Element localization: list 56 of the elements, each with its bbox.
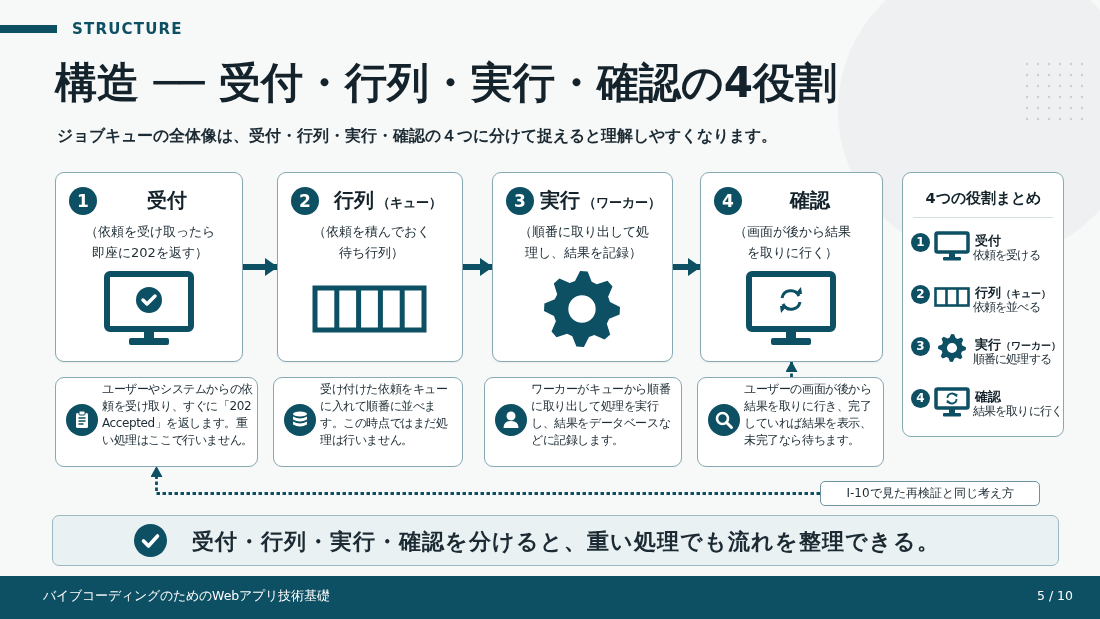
step-box <box>492 172 673 362</box>
role-title: 確認 <box>975 389 1001 404</box>
panel-heading: 4つの役割まとめ <box>924 189 1042 208</box>
step-description: （画面が後から結果を取りに行く） <box>733 223 852 262</box>
arrow <box>243 258 278 276</box>
section-label: STRUCTURE <box>72 20 183 38</box>
number-badge: 2 <box>291 187 319 215</box>
summary-text: 受付・行列・実行・確認を分けると、重い処理でも流れを整理できる。 <box>192 528 940 556</box>
role-subtitle: （ワーカー） <box>1001 340 1061 351</box>
note-text: I-10で見た再検証と同じ考え方 <box>845 485 1015 502</box>
step-box <box>55 172 243 362</box>
dotted-arrow <box>150 466 820 495</box>
role-title: 実行 <box>975 337 1001 352</box>
number-badge: 3 <box>506 187 534 215</box>
page-number: 5 / 10 <box>1036 588 1073 603</box>
dotted-arrow <box>785 361 798 377</box>
number-badge: 2 <box>911 285 930 304</box>
role-title: 受付 <box>975 233 1001 248</box>
role-subtitle: （キュー） <box>1001 288 1051 299</box>
step-description: （依頼を受け取ったら即座に202を返す） <box>84 223 216 262</box>
step-title: 受付 <box>147 188 187 212</box>
number-badge: 1 <box>911 233 930 252</box>
arrow <box>673 258 701 276</box>
description-card <box>484 377 682 467</box>
number-badge: 1 <box>69 187 97 215</box>
step-title: 確認 <box>789 188 830 212</box>
step-box <box>700 172 883 362</box>
step-title: 行列 <box>334 188 374 212</box>
note-box <box>820 481 1040 506</box>
step-subtitle: （キュー） <box>377 195 442 210</box>
card-description: ユーザーやシステムからの依頼を受け取り、すぐに「202 Accepted」を返します。重い処理はここで行いません。 <box>102 381 254 449</box>
step-box <box>277 172 463 362</box>
card-description: 受け付けた依頼をキューに入れて順番に並べます。この時点ではまだ処理は行いません。 <box>320 381 449 449</box>
step-description: （順番に取り出して処理し、結果を記録） <box>517 223 650 262</box>
card-description: ユーザーの画面が後から結果を取りに行き、完了していれば結果を表示、未完了なら待ちます。 <box>744 381 873 449</box>
description-card <box>273 377 463 467</box>
summary-banner <box>52 515 1059 566</box>
role-description: 依頼を並べる <box>973 299 1040 316</box>
step-description: （依頼を積んでおく待ち行列） <box>311 223 431 262</box>
summary-panel <box>902 172 1064 437</box>
role-description: 依頼を受ける <box>973 247 1040 264</box>
subtitle: ジョブキューの全体像は、受付・行列・実行・確認の４つに分けて捉えると理解しやすくなります。 <box>57 126 777 147</box>
description-card <box>55 377 258 467</box>
number-badge: 3 <box>911 337 930 356</box>
role-title: 行列 <box>975 285 1001 300</box>
arrow <box>463 258 493 276</box>
card-description: ワーカーがキューから順番に取り出して処理を実行し、結果をデータベースなどに記録します。 <box>531 381 672 449</box>
number-badge: 4 <box>714 187 742 215</box>
role-description: 結果を取りに行く <box>973 403 1062 420</box>
step-title: 実行 <box>540 188 580 212</box>
footer-text: バイブコーディングのためのWebアプリ技術基礎 <box>43 588 331 605</box>
number-badge: 4 <box>911 389 930 408</box>
description-card <box>697 377 884 467</box>
step-subtitle: （ワーカー） <box>583 195 661 210</box>
title: 構造 ── 受付・行列・実行・確認の4役割 <box>55 57 838 109</box>
role-description: 順番に処理する <box>973 351 1051 368</box>
